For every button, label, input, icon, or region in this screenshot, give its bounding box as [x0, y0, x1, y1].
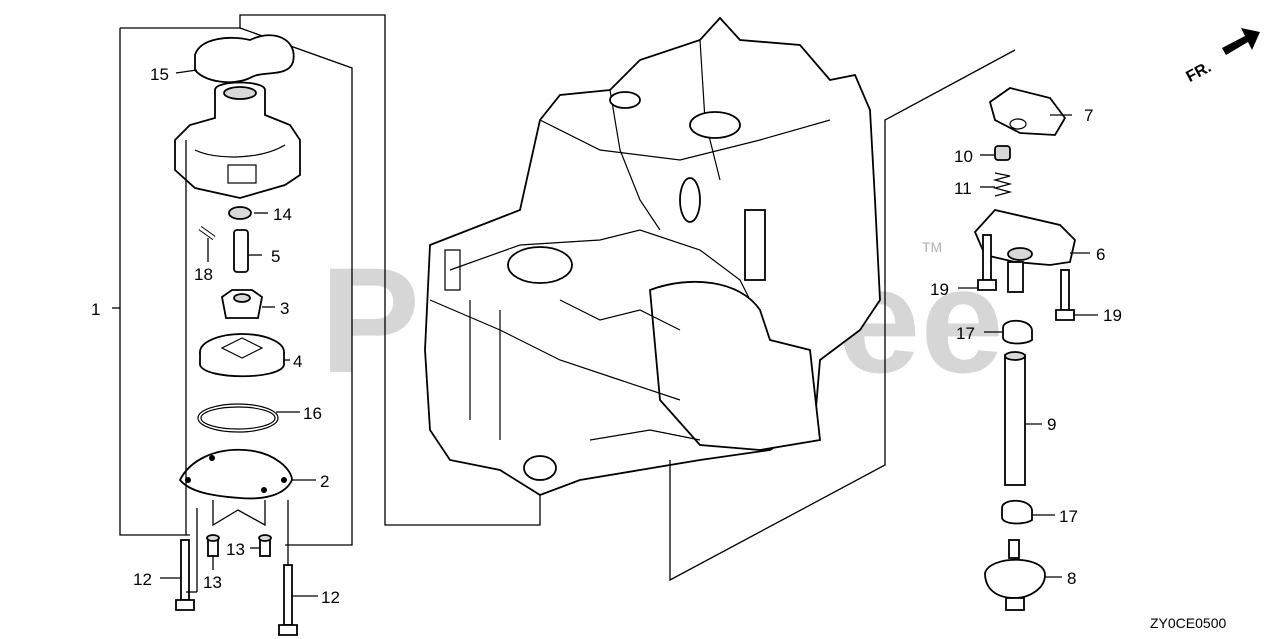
callout-16: 16: [303, 404, 322, 423]
callout-4: 4: [293, 352, 302, 371]
callout-6: 6: [1096, 245, 1105, 264]
water-pump-assembly: [160, 34, 318, 636]
callout-18: 18: [194, 265, 213, 284]
callout-2: 2: [320, 472, 329, 491]
callout-1: 1: [91, 300, 100, 319]
callout-9: 9: [1047, 415, 1056, 434]
callout-13a: 13: [226, 540, 245, 559]
callout-11: 11: [954, 179, 972, 198]
watermark-trademark: TM: [922, 239, 942, 255]
callout-8: 8: [1067, 569, 1076, 588]
callout-19a: 19: [930, 280, 949, 299]
assembly-brackets: [112, 14, 541, 546]
callout-12a: 12: [133, 570, 152, 589]
cylinder-block-illustration: [424, 16, 881, 496]
forward-direction-indicator: FR.: [1183, 28, 1260, 86]
thermostat-assembly: [958, 87, 1098, 611]
callout-10: 10: [954, 147, 973, 166]
callout-17b: 17: [1059, 507, 1078, 526]
forward-arrow-icon: [1222, 28, 1260, 55]
direction-label: FR.: [1183, 59, 1214, 86]
callout-12b: 12: [321, 588, 340, 607]
thermostat-frame: [669, 49, 1016, 582]
callout-3: 3: [280, 299, 289, 318]
callout-13b: 13: [203, 573, 222, 592]
callout-17a: 17: [956, 324, 975, 343]
callout-19b: 19: [1103, 306, 1122, 325]
callout-7: 7: [1084, 106, 1093, 125]
diagram-code: ZY0CE0500: [1150, 615, 1226, 631]
callout-labels: 1 2 3 4 5 6 7 8 9 10 11 12 12 13 13 14 1…: [91, 65, 1122, 607]
callout-5: 5: [271, 247, 280, 266]
callout-15: 15: [150, 65, 169, 84]
callout-14: 14: [273, 205, 292, 224]
